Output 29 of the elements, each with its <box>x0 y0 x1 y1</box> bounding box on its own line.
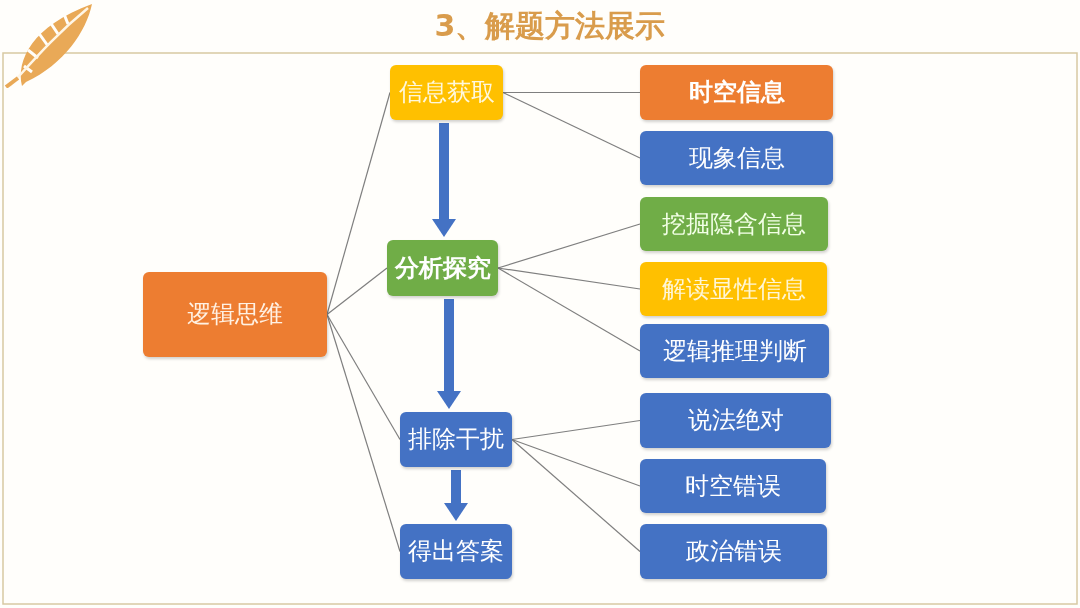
connector-line <box>511 419 641 441</box>
detail-box: 逻辑推理判断 <box>640 324 829 378</box>
detail-box: 政治错误 <box>640 524 827 579</box>
connector-line <box>497 267 641 290</box>
step-box: 排除干扰 <box>400 412 512 467</box>
connector-line <box>326 91 391 316</box>
connector-line <box>497 223 641 269</box>
connector-line <box>502 91 641 159</box>
detail-box: 现象信息 <box>640 131 833 185</box>
root-box: 逻辑思维 <box>143 272 327 357</box>
step-box: 分析探究 <box>387 240 498 296</box>
flow-arrow <box>432 123 456 237</box>
detail-box: 解读显性信息 <box>640 262 827 316</box>
detail-box: 时空错误 <box>640 459 826 513</box>
connector-line <box>497 267 641 352</box>
detail-box: 挖掘隐含信息 <box>640 197 828 251</box>
detail-box: 时空信息 <box>640 65 833 120</box>
connector-line <box>502 91 641 94</box>
connector-line <box>326 313 401 441</box>
connector-line <box>326 313 401 553</box>
flow-arrow <box>437 299 461 409</box>
step-box: 信息获取 <box>390 65 503 120</box>
detail-box: 说法绝对 <box>640 393 831 448</box>
flow-arrow <box>444 470 468 521</box>
slide-title: 3、解题方法展示 <box>433 7 667 45</box>
connector-line <box>326 267 388 316</box>
connector-line <box>511 438 641 553</box>
connector-line <box>511 438 641 487</box>
step-box: 得出答案 <box>400 524 512 579</box>
